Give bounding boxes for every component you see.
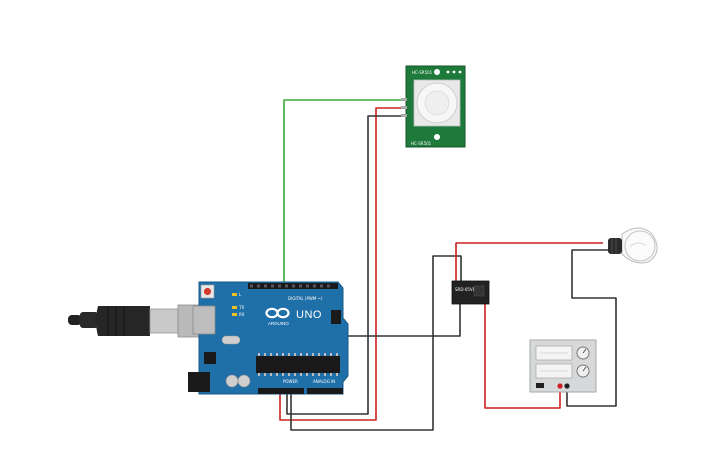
power-jack[interactable] xyxy=(188,372,210,392)
wire-black-bulb-supply[interactable] xyxy=(566,249,617,407)
pir-sensor[interactable]: HC-SR501 HC-SR501 xyxy=(401,65,466,148)
relay-module[interactable]: SRD-05VDC xyxy=(451,280,490,305)
wire-green-pir-signal[interactable] xyxy=(283,99,408,285)
led-l-label: L xyxy=(239,292,242,297)
power-header-label: POWER xyxy=(283,379,298,384)
analog-header xyxy=(307,388,343,394)
arduino-model-label: UNO xyxy=(296,309,322,321)
arduino-uno-board[interactable]: DIGITAL (PWM ~) L TX RX ARDUINO UNO xyxy=(188,281,349,395)
pir-top-label: HC-SR501 xyxy=(412,70,433,75)
wire-black-pir-ground[interactable] xyxy=(286,115,408,415)
wire-red-relay-supply[interactable] xyxy=(484,303,561,409)
supply-negative-terminal[interactable] xyxy=(564,383,570,389)
atmega-chip xyxy=(256,356,340,373)
wire-black-relay-ground[interactable] xyxy=(290,255,462,431)
analog-header-label: ANALOG IN xyxy=(313,379,335,384)
digital-header-label: DIGITAL (PWM ~) xyxy=(288,296,323,301)
led-tx-label: TX xyxy=(238,305,244,310)
relay-label: SRD-05VDC xyxy=(455,287,479,292)
arduino-brand-label: ARDUINO xyxy=(268,321,289,326)
wire-red-pir-power[interactable] xyxy=(279,107,408,421)
arduino-logo-icon xyxy=(265,307,290,319)
usb-cable xyxy=(68,304,215,338)
supply-positive-terminal[interactable] xyxy=(557,383,563,389)
wire-red-relay-bulb[interactable] xyxy=(455,242,603,282)
power-supply[interactable] xyxy=(529,339,597,393)
led-rx-label: RX xyxy=(239,312,245,317)
power-header xyxy=(258,388,304,394)
pir-bottom-label: HC-SR501 xyxy=(411,141,432,146)
light-bulb-icon[interactable] xyxy=(608,227,658,264)
